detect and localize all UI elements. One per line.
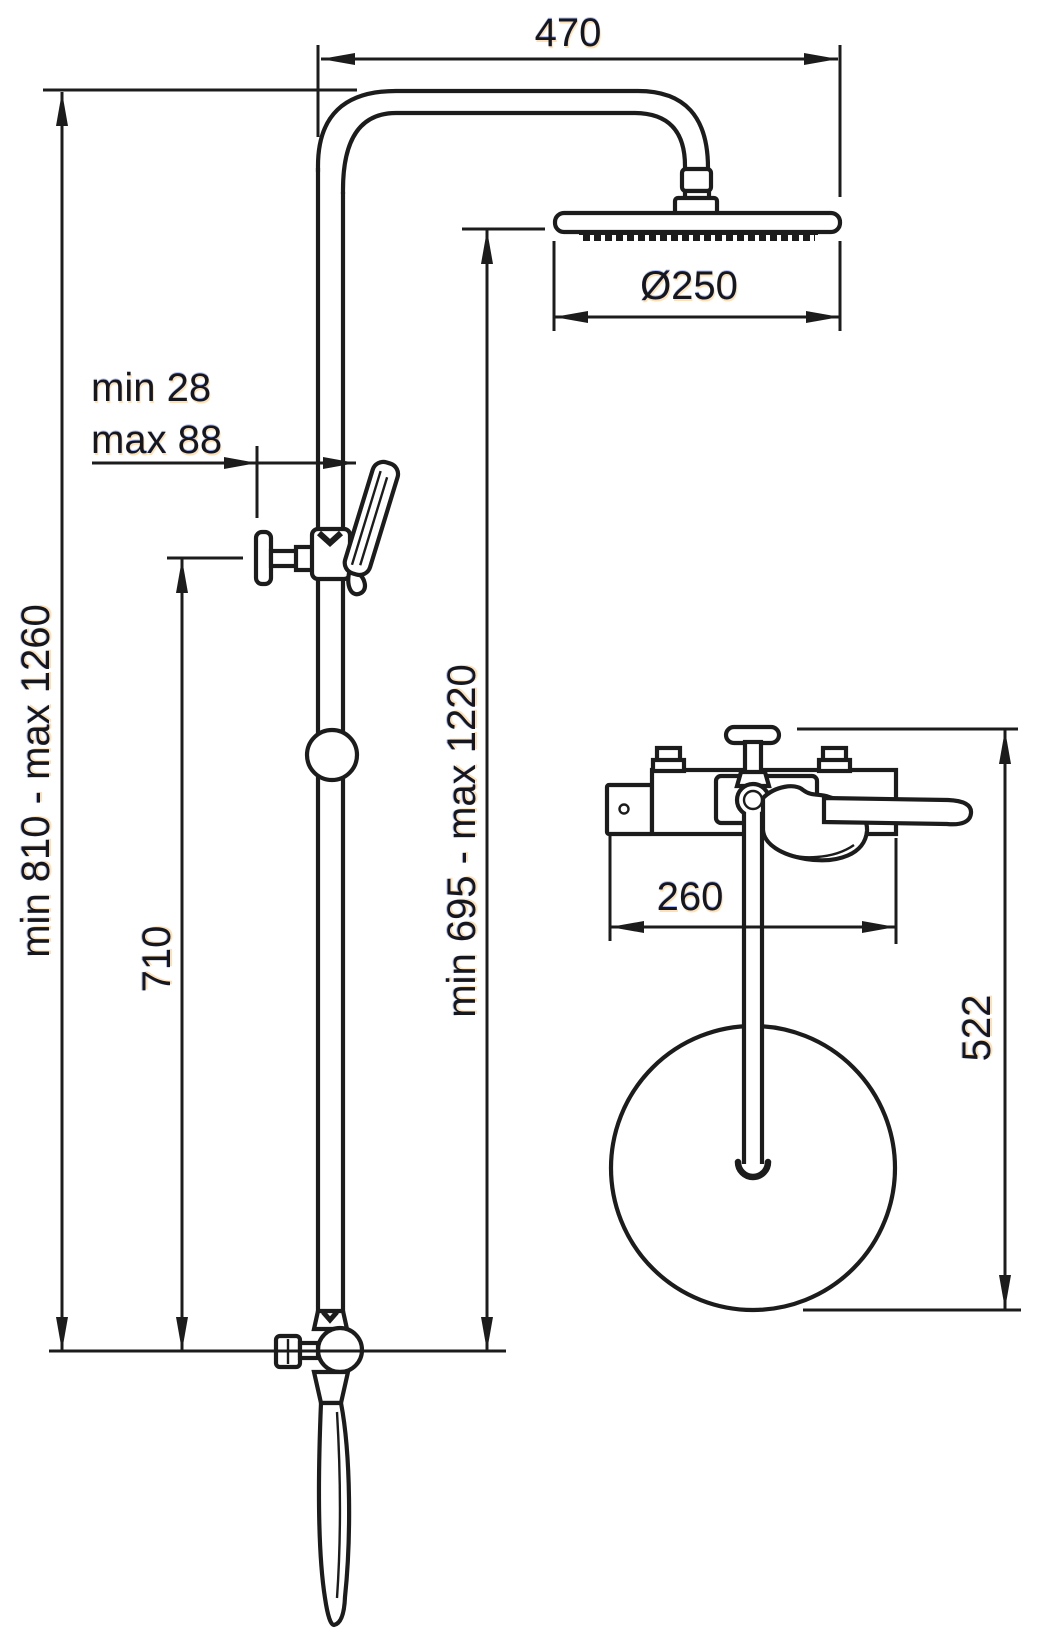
- front-view: [253, 88, 843, 1628]
- dim-label-valve-width: 260: [656, 875, 724, 919]
- bottom-holder-notch: [321, 1310, 339, 1324]
- dim-label-head-height: min 695 - max 1220: [440, 664, 484, 1018]
- dimension-valve-width: [608, 836, 898, 944]
- head-connector-nut: [679, 166, 714, 194]
- side-view: [604, 724, 974, 1313]
- dimension-column-height: [43, 88, 357, 1351]
- hand-shower-lower-neck: [311, 1369, 351, 1406]
- diverter-stem: [742, 739, 764, 777]
- slider-knob: [253, 529, 274, 587]
- dim-label-arm-width: 470: [534, 11, 602, 55]
- dim-label-slider-height: 710: [135, 925, 179, 993]
- hand-shower-head: [342, 459, 401, 578]
- rail-ring: [304, 727, 360, 783]
- nozzle-strip: [579, 230, 818, 235]
- slider-body: [309, 526, 353, 582]
- mixer-lever: [821, 795, 974, 827]
- hand-shower-lower-handle: [316, 1400, 352, 1628]
- dim-label-head-diameter: Ø250: [640, 264, 738, 308]
- dim-label-column-height: min 810 - max 1260: [14, 604, 58, 958]
- shower-arm-outer: [315, 88, 711, 172]
- dimension-slider-height: [167, 556, 243, 1351]
- hand-shower-edge-line: [359, 476, 389, 566]
- left-knob-base: [650, 757, 687, 774]
- down-pipe-fill: [746, 812, 761, 1164]
- right-knob-base: [816, 757, 853, 774]
- dimension-head-height: [462, 227, 545, 1351]
- dimension-head-diameter: [552, 241, 842, 331]
- diverter-stem-flare: [734, 769, 772, 789]
- hand-shower-face-line: [350, 470, 382, 566]
- slider-notch: [316, 530, 344, 548]
- hand-shower-upper: [342, 459, 401, 578]
- dim-label-valve-drop: 522: [955, 994, 999, 1062]
- overhead-shower-plate: [552, 210, 843, 235]
- hand-shower-lower-line: [335, 1411, 342, 1599]
- wall-plate-screw: [618, 803, 630, 815]
- dimensions: [43, 45, 1021, 1353]
- bath-spout-rim: [778, 844, 855, 859]
- dim-label-bracket-max: max 88: [91, 418, 223, 462]
- dimension-arm-width: [316, 45, 842, 197]
- shower-arm-inner: [340, 110, 688, 194]
- dimension-valve-drop: [797, 727, 1021, 1312]
- pipe-end-hook: [734, 1158, 772, 1181]
- dim-label-bracket-min: min 28: [91, 366, 212, 410]
- dimension-bracket-offset: [92, 446, 356, 518]
